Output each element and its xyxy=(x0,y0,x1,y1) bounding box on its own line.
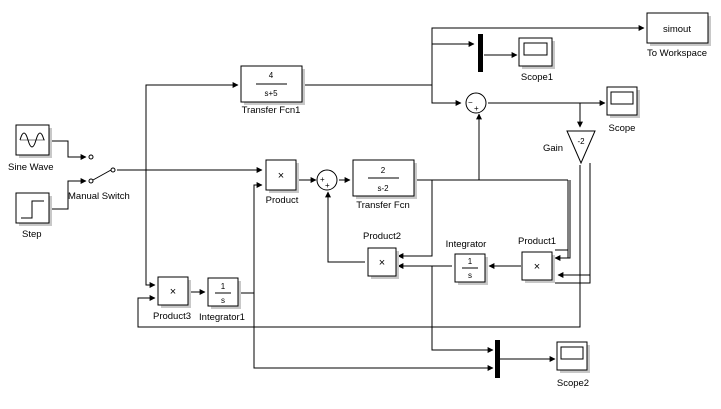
to-workspace-label: To Workspace xyxy=(647,48,707,59)
transfer-fcn1-denominator: s+5 xyxy=(264,89,278,98)
scope1-label: Scope1 xyxy=(521,72,553,83)
transfer-fcn1-numerator: 4 xyxy=(269,71,274,80)
integrator-label: Integrator xyxy=(446,239,487,250)
to-workspace-block[interactable]: simout To Workspace xyxy=(646,12,711,59)
scope-label: Scope xyxy=(609,123,636,134)
mux-top-block[interactable] xyxy=(478,34,483,72)
signal-lines xyxy=(52,25,645,371)
scope2-label: Scope2 xyxy=(557,378,589,389)
product1-block[interactable]: × Product1 xyxy=(518,236,556,283)
step-label: Step xyxy=(22,229,42,240)
sine-wave-block[interactable]: Sine Wave xyxy=(8,124,54,173)
sum-middle-plus2: + xyxy=(325,181,330,190)
integrator-block[interactable]: 1 s Integrator xyxy=(446,239,488,285)
mux-bottom-block[interactable] xyxy=(495,340,500,378)
scope2-block[interactable]: Scope2 xyxy=(556,341,590,389)
transfer-fcn-label: Transfer Fcn xyxy=(356,200,410,211)
scope-block[interactable]: Scope xyxy=(606,86,640,134)
product-block[interactable]: × Product xyxy=(265,159,299,206)
step-block[interactable]: Step xyxy=(15,192,52,240)
sum-middle-block[interactable]: + + xyxy=(316,169,338,191)
to-workspace-variable: simout xyxy=(663,24,691,35)
sum-top-plus: + xyxy=(474,104,479,113)
manual-switch-block[interactable]: Manual Switch xyxy=(68,154,130,202)
product3-symbol: × xyxy=(170,286,176,298)
integrator1-label: Integrator1 xyxy=(199,312,245,323)
transfer-fcn-denominator: s-2 xyxy=(377,184,389,193)
product3-label: Product3 xyxy=(153,311,191,322)
sum-top-block[interactable]: − + xyxy=(465,92,487,114)
transfer-fcn-numerator: 2 xyxy=(381,166,386,175)
sum-middle-plus1: + xyxy=(320,175,325,184)
scope1-block[interactable]: Scope1 xyxy=(518,37,555,83)
integrator-denominator: s xyxy=(468,271,472,280)
gain-block[interactable]: -2 Gain xyxy=(543,130,596,165)
manual-switch-label: Manual Switch xyxy=(68,191,130,202)
product1-symbol: × xyxy=(534,261,540,273)
gain-value: -2 xyxy=(577,137,585,146)
transfer-fcn1-label: Transfer Fcn1 xyxy=(242,105,301,116)
sine-wave-label: Sine Wave xyxy=(8,162,54,173)
integrator1-numerator: 1 xyxy=(221,282,226,291)
integrator1-block[interactable]: 1 s Integrator1 xyxy=(199,277,245,323)
product3-block[interactable]: × Product3 xyxy=(153,276,191,322)
product2-symbol: × xyxy=(379,257,385,269)
transfer-fcn1-block[interactable]: 4 s+5 Transfer Fcn1 xyxy=(240,65,305,116)
transfer-fcn-block[interactable]: 2 s-2 Transfer Fcn xyxy=(352,159,417,211)
integrator-numerator: 1 xyxy=(468,257,473,266)
sum-top-minus: − xyxy=(468,98,473,107)
integrator1-denominator: s xyxy=(221,296,225,305)
gain-label: Gain xyxy=(543,143,563,154)
product-symbol: × xyxy=(278,170,284,182)
product1-label: Product1 xyxy=(518,236,556,247)
product2-block[interactable]: × Product2 xyxy=(363,231,401,279)
product-label: Product xyxy=(266,195,299,206)
product2-label: Product2 xyxy=(363,231,401,242)
